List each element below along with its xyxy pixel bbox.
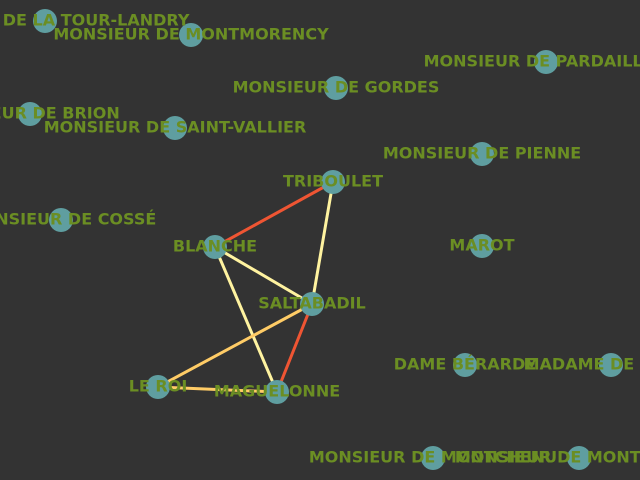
node-saint_vallier[interactable] <box>163 116 187 140</box>
node-monsieur_1[interactable] <box>421 446 445 470</box>
node-blanche[interactable] <box>203 235 227 259</box>
node-cosse[interactable] <box>49 208 73 232</box>
node-gordes[interactable] <box>324 76 348 100</box>
node-triboulet[interactable] <box>321 170 345 194</box>
edge-blanche-maguelonne <box>213 245 279 394</box>
node-berarde[interactable] <box>453 353 477 377</box>
node-marot[interactable] <box>470 234 494 258</box>
edges-layer <box>156 180 335 394</box>
node-brion[interactable] <box>18 102 42 126</box>
node-label-berarde: DAME BÉRARDE <box>394 355 536 374</box>
node-label-marot: MAROT <box>449 236 514 255</box>
node-label-tour_landry: MONSIEUR DE LA TOUR-LANDRY <box>0 11 190 30</box>
node-label-montmorency: MONSIEUR DE MONTMORENCY <box>53 25 329 44</box>
node-tour_landry[interactable] <box>33 9 57 33</box>
node-label-blanche: BLANCHE <box>173 237 257 256</box>
node-label-monsieur_1: MONSIEUR DE MONTCHENU <box>309 448 557 467</box>
nodes-layer <box>18 9 623 470</box>
node-label-saltabadil: SALTABADIL <box>258 294 366 313</box>
node-pardaillan[interactable] <box>534 50 558 74</box>
node-montmorency[interactable] <box>179 23 203 47</box>
node-label-le_roi: LE ROI <box>129 377 188 396</box>
node-label-madame: MADAME DE COSSÉ <box>524 355 640 374</box>
edge-saltabadil-maguelonne <box>275 302 314 394</box>
node-label-brion: MONSIEUR DE BRION <box>0 104 120 123</box>
edge-saltabadil-le_roi <box>156 302 314 389</box>
edge-le_roi-maguelonne <box>156 385 279 394</box>
edge-blanche-triboulet <box>213 180 335 249</box>
node-pienne[interactable] <box>470 142 494 166</box>
node-label-cosse: MONSIEUR DE COSSÉ <box>0 210 156 229</box>
node-monsieur_2[interactable] <box>567 446 591 470</box>
node-label-monsieur_2: MONSIEUR DE MONTCHENU <box>455 448 640 467</box>
node-saltabadil[interactable] <box>300 292 324 316</box>
node-label-pardaillan: MONSIEUR DE PARDAILLAN <box>424 52 640 71</box>
node-le_roi[interactable] <box>146 375 170 399</box>
edge-triboulet-saltabadil <box>310 180 335 306</box>
node-label-maguelonne: MAGUELONNE <box>214 382 340 401</box>
node-label-triboulet: TRIBOULET <box>283 172 383 191</box>
node-label-saint_vallier: MONSIEUR DE SAINT-VALLIER <box>44 118 307 137</box>
node-label-pienne: MONSIEUR DE PIENNE <box>383 144 581 163</box>
node-madame[interactable] <box>599 353 623 377</box>
edge-blanche-saltabadil <box>213 245 314 306</box>
node-label-gordes: MONSIEUR DE GORDES <box>233 78 440 97</box>
node-maguelonne[interactable] <box>265 380 289 404</box>
